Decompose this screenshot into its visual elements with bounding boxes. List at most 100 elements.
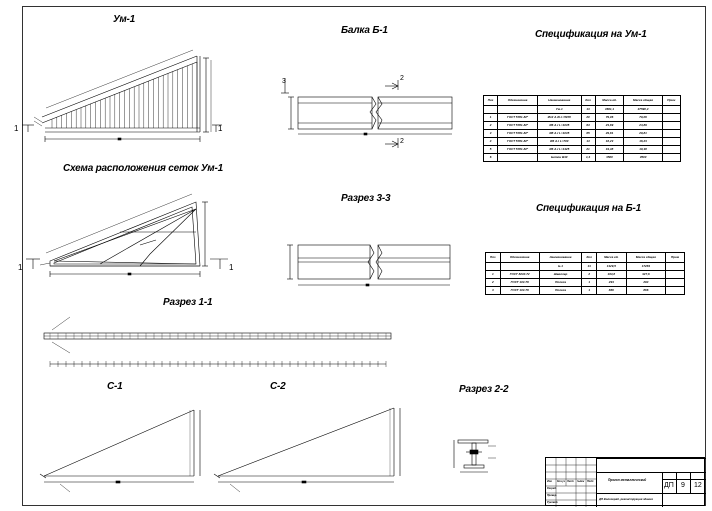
table-cell: 1 [482,113,499,122]
table-cell: Ум-1 [537,105,582,114]
stamp-role-2: Провер. [547,494,557,497]
table-cell: 2 [482,121,499,130]
mesh-layout-drawing [26,193,228,277]
stamp-desc-cell [596,493,662,507]
title-c2: С-2 [270,381,286,392]
table-cell [665,262,685,271]
table-cell: 64 [580,121,596,130]
table-cell: 20 [580,113,596,122]
spec-um1-header-cell: Кол [580,95,596,106]
stamp-stage: ДП [664,482,674,489]
mark-1-left: 1 [14,124,19,133]
table-cell [485,262,501,271]
table-cell: Полоса [538,278,583,287]
table-cell: 327,6 [625,270,667,279]
table-cell: 2 [485,278,501,287]
table-cell: 13 [581,262,597,271]
table-cell: ГОСТ 5781-82* [497,137,538,146]
stamp-org-name-cell [662,493,706,507]
table-cell: 6 [482,153,499,162]
table-cell: Швеллер [538,270,583,279]
table-cell: 79,06 [594,113,625,122]
table-cell: 5 [482,145,499,154]
table-cell: 866 [595,286,627,295]
table-cell: 3 [482,129,499,138]
mark-3: 3 [282,78,286,85]
stamp-org-text: Прогон металлический [608,478,647,482]
table-cell: 19,38 [594,145,625,154]
table-cell: Бетон В30 [537,153,582,162]
spec-b1-header-cell: Обозначение [499,252,540,263]
stamp-col-podp: Подп [587,480,594,483]
stamp-sheet-cell [676,479,690,493]
table-cell [661,113,682,122]
section33-drawing [287,244,451,287]
stamp-desc-text: ДП Волгоград, реконструкция здания [599,497,653,501]
table-cell: Ø6 А-I L=700 [537,137,582,146]
stamp-role-3: Руковод. [547,501,559,504]
table-cell: 294 [595,278,627,287]
spec-um1-header-cell: Масса ед. [594,95,625,106]
title-section-22: Разрез 2-2 [459,384,509,395]
table-cell [661,153,682,162]
table-cell: 3500 [623,153,663,162]
table-cell: ГОСТ 8240-72 [499,270,540,279]
table-cell: 3500 [594,153,625,162]
table-cell: 47590,3 [623,105,663,114]
title-section-33: Разрез 3-3 [341,193,391,204]
title-spec-um1: Спецификация на Ум-1 [535,29,647,40]
spec-um1-header-cell: Наименование [537,95,582,106]
table-cell: 16,23 [594,137,625,146]
sheet-frame [22,6,706,506]
table-cell [499,262,540,271]
table-cell: 1329,5 [595,262,627,271]
stamp-sheet: 9 [681,482,685,489]
spec-b1-header-cell: Поз [485,252,501,263]
table-cell: ГОСТ 103-76 [499,278,540,287]
section22-drawing [453,439,496,473]
mark-2-top: 2 [400,75,404,82]
table-cell: ГОСТ 5781-82* [497,113,538,122]
table-cell: Ø6 А-I L=1045 [537,121,582,130]
table-cell: 19,38 [623,145,663,154]
mark-2-bottom: 2 [400,138,404,145]
table-cell [497,153,538,162]
spec-b1-header-cell: Кол [581,252,597,263]
table-cell [665,286,685,295]
table-cell: Ø12 А-III L=5970 [537,113,582,122]
table-cell: 2 [581,270,597,279]
stamp-stage-cell [662,479,676,493]
stamp-sheets-cell [690,479,706,493]
table-cell: 866 [625,286,667,295]
table-cell: 1,4 [580,153,596,162]
table-cell: 163,8 [595,270,627,279]
table-cell: ГОСТ 103-76 [499,286,540,295]
table-cell: 21 [580,145,596,154]
mark-1-right-b: 1 [229,263,234,272]
c2-drawing [213,407,401,493]
title-c1: С-1 [107,381,123,392]
table-cell: ГОСТ 5781-82* [497,145,538,154]
stamp-sheet-head [676,472,690,479]
stamp-col-ndoc: №док [577,480,585,483]
table-cell: Полоса [538,286,583,295]
table-cell: 14 [580,137,596,146]
table-cell: 16,23 [623,137,663,146]
table-cell [482,105,499,114]
section11-drawing [43,316,392,367]
table-cell: 29,81 [594,129,625,138]
stamp-col-izm: Изм [547,480,552,483]
table-cell: 79,06 [623,113,663,122]
table-cell [661,105,682,114]
table-cell [665,278,685,287]
spec-b1-header-cell: Масса ед. [595,252,627,263]
table-cell: 4 [482,137,499,146]
stamp-sheets-head [690,472,706,479]
